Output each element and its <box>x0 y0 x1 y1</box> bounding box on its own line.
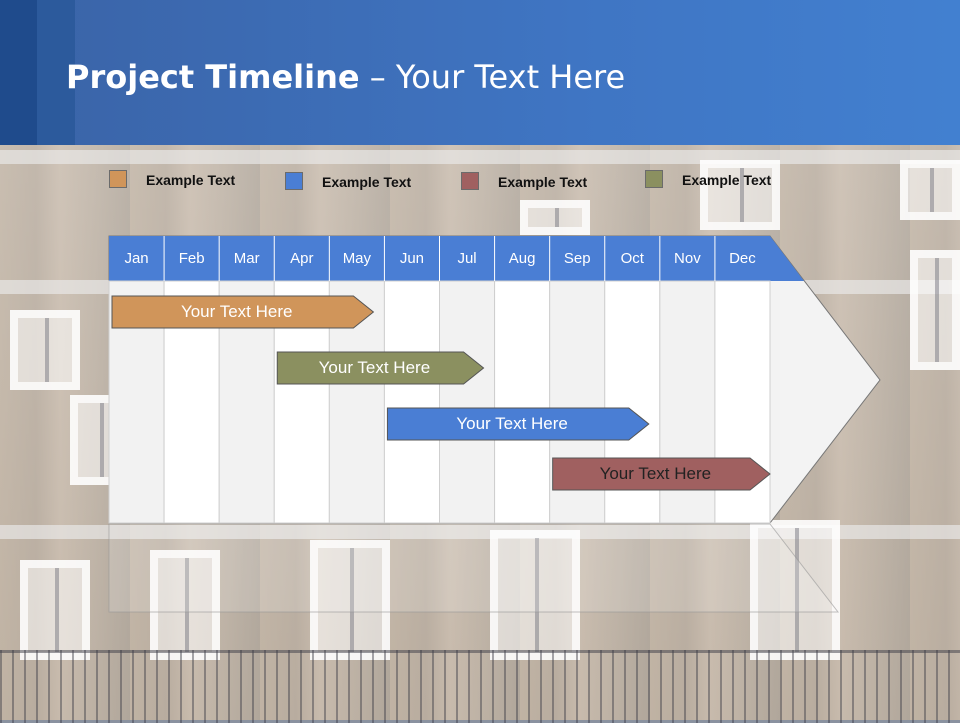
title-band: Project Timeline – Your Text Here <box>0 0 960 145</box>
legend-label: Example Text <box>682 172 772 188</box>
month-label-may: May <box>342 250 372 267</box>
building-window <box>700 160 780 230</box>
month-column <box>383 280 440 524</box>
month-label-dec: Dec <box>729 250 756 267</box>
title-rest: – Your Text Here <box>359 58 626 96</box>
month-label-aug: Aug <box>508 250 536 267</box>
task-label: Your Text Here <box>180 302 293 321</box>
task-bar[interactable] <box>111 295 375 329</box>
legend-swatch <box>461 172 479 190</box>
building-cornice <box>0 525 960 539</box>
building-window <box>20 560 90 660</box>
month-column <box>439 280 496 524</box>
legend-swatch <box>109 170 127 188</box>
title-bold: Project Timeline <box>66 58 360 96</box>
month-column <box>494 280 551 524</box>
legend-swatch <box>285 172 303 190</box>
legend-label: Example Text <box>498 174 588 190</box>
month-label-nov: Nov <box>674 250 701 267</box>
building-window <box>520 200 590 235</box>
page-title: Project Timeline – Your Text Here <box>66 58 625 96</box>
legend-swatch <box>645 170 663 188</box>
task-label: Your Text Here <box>599 464 712 483</box>
legend-label: Example Text <box>146 172 236 188</box>
month-label-jan: Jan <box>124 250 149 267</box>
building-window <box>750 520 840 660</box>
legend-label: Example Text <box>322 174 412 190</box>
task-label: Your Text Here <box>456 414 568 433</box>
task-bar[interactable] <box>386 407 650 441</box>
task-bar[interactable] <box>276 351 485 385</box>
header-accent-stripe <box>37 0 75 145</box>
month-label-mar: Mar <box>233 250 260 267</box>
month-label-apr: Apr <box>290 250 314 267</box>
balcony-railing <box>0 650 960 723</box>
month-header-row <box>109 236 804 281</box>
building-window <box>910 250 960 370</box>
header-accent-stripe <box>0 0 37 145</box>
chart-reflection <box>108 523 840 613</box>
task-bar[interactable] <box>552 457 771 491</box>
building-window <box>10 310 80 390</box>
building-window <box>900 160 960 220</box>
month-label-feb: Feb <box>178 250 205 267</box>
building-window <box>310 540 390 660</box>
building-window <box>150 550 220 660</box>
task-label: Your Text Here <box>318 358 431 377</box>
month-label-oct: Oct <box>620 250 644 267</box>
month-label-jul: Jul <box>457 250 477 267</box>
building-window <box>490 530 580 660</box>
month-label-jun: Jun <box>399 250 425 267</box>
month-label-sep: Sep <box>563 250 591 267</box>
